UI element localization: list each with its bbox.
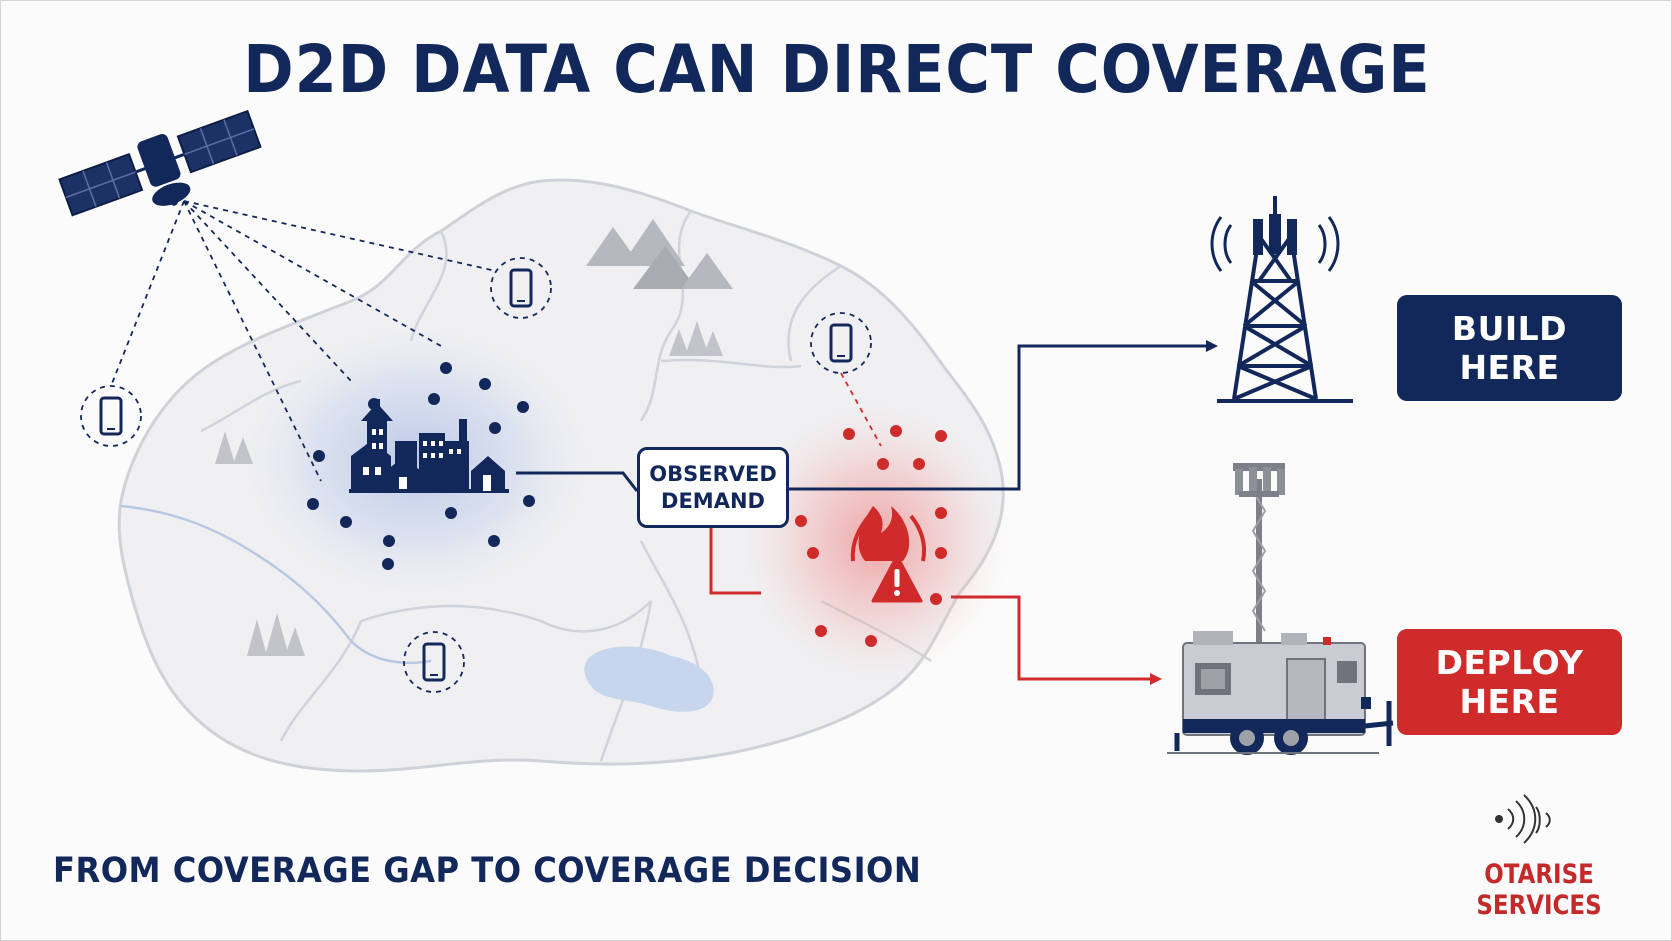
signal-waves-icon	[1495, 794, 1551, 844]
city-to-demand-line	[516, 471, 639, 492]
satellite-icon	[58, 109, 262, 217]
page-title: D2D DATA CAN DIRECT COVERAGE	[243, 31, 1431, 108]
map-border	[660, 358, 802, 369]
phone-link	[840, 372, 882, 447]
map-border	[639, 540, 703, 682]
map-border	[279, 620, 363, 742]
demand-dots-red	[795, 425, 947, 647]
mountains	[586, 219, 733, 289]
city-windows	[363, 429, 491, 491]
smartphone-icon	[490, 257, 552, 319]
demand-dots-blue	[307, 362, 535, 570]
map-border	[360, 600, 652, 633]
fire-warning-icon	[850, 506, 926, 603]
footer-caption: FROM COVERAGE GAP TO COVERAGE DECISION	[53, 851, 922, 891]
observed-demand-label: OBSERVED DEMAND	[637, 447, 789, 528]
map-border	[787, 264, 842, 362]
observed-demand-line1: OBSERVED	[649, 461, 777, 486]
demand-to-tower-arrow	[789, 340, 1218, 491]
observed-demand-line2: DEMAND	[661, 488, 765, 513]
map-border	[639, 210, 693, 422]
brand-name: OTARISE SERVICES	[1476, 859, 1602, 921]
build-here-button[interactable]: BUILD HERE	[1397, 295, 1622, 401]
smartphone-icon	[810, 312, 872, 374]
smartphone-icon	[80, 385, 142, 447]
smartphone-icon	[403, 631, 465, 693]
demand-to-fire-line	[709, 528, 761, 595]
fire-to-trailer-arrow	[951, 595, 1162, 685]
satellite-beams	[110, 200, 497, 482]
river	[120, 504, 432, 665]
mobile-cell-trailer-icon	[1167, 463, 1394, 755]
cell-tower-icon	[1210, 196, 1353, 403]
lake	[584, 646, 714, 712]
deploy-here-button[interactable]: DEPLOY HERE	[1397, 629, 1622, 735]
